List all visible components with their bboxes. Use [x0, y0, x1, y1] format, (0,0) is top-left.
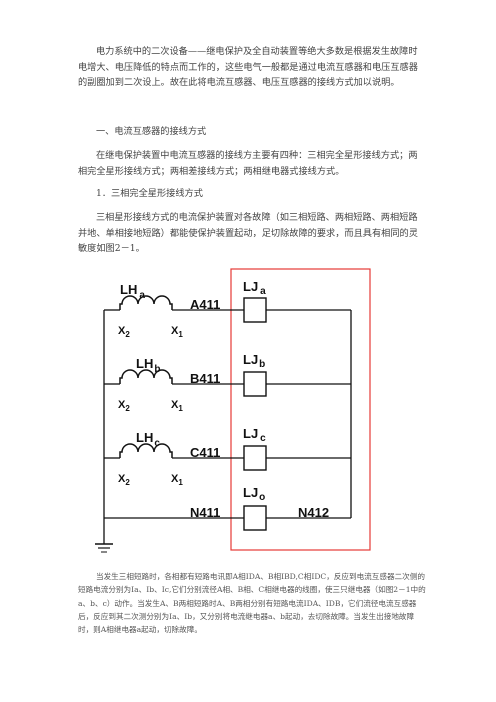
wire-label-a: A411	[190, 297, 220, 312]
neutral-in-label: N411	[190, 505, 220, 520]
phase-c-circuit	[104, 443, 351, 471]
relay-label-b: LJb	[243, 352, 265, 370]
relay-a-icon	[243, 297, 267, 323]
ct-coil-c-icon	[119, 443, 173, 458]
relay-enclosure	[230, 268, 371, 551]
description-paragraph: 三相星形接线方式的电流保护装置对各故障（如三相短路、两相短路、两相短路并地、单相…	[78, 212, 418, 254]
ct-coil-b-icon	[119, 369, 173, 384]
neutral-circuit	[104, 505, 351, 531]
ct-coil-a-icon	[119, 295, 173, 310]
section-title: 一、电流互感器的接线方式	[96, 126, 207, 137]
subsection-title: 1．三相完全星形接线方式	[96, 188, 203, 199]
intro-paragraph: 电力系统中的二次设备——继电保护及全自动装置等绝大多数是根据发生故障时电增大、电…	[78, 46, 418, 88]
ct-label-b: LHb	[136, 356, 160, 375]
relay-b-icon	[243, 371, 267, 397]
neutral-out-label: N412	[298, 505, 329, 520]
analysis-paragraph: 当发生三相短路时，各相都有短路电讯即A相IDA、B相IBD,C相IDC，反应到电…	[78, 572, 426, 635]
relay-c-icon	[243, 445, 267, 471]
wire-label-b: B411	[190, 371, 220, 386]
terminal-x1-c: X1	[171, 473, 183, 487]
terminal-x1-b: X1	[171, 399, 183, 413]
relay-label-neutral: LJo	[243, 485, 265, 503]
terminal-x1-a: X1	[171, 325, 183, 339]
phase-b-circuit	[104, 369, 351, 397]
terminal-x2-c: X2	[118, 473, 130, 487]
wire-label-c: C411	[190, 445, 220, 460]
terminal-x2-a: X2	[118, 325, 130, 339]
phase-a-circuit	[104, 295, 351, 323]
terminal-x2-b: X2	[118, 399, 130, 413]
ground-icon	[95, 543, 113, 553]
methods-paragraph: 在继电保护装置中电流互感器的接线方主要有四种：三相完全星形接线方式；两相完全星形…	[78, 150, 418, 177]
relay-neutral-icon	[243, 505, 267, 531]
ct-label-c: LHc	[136, 430, 160, 449]
